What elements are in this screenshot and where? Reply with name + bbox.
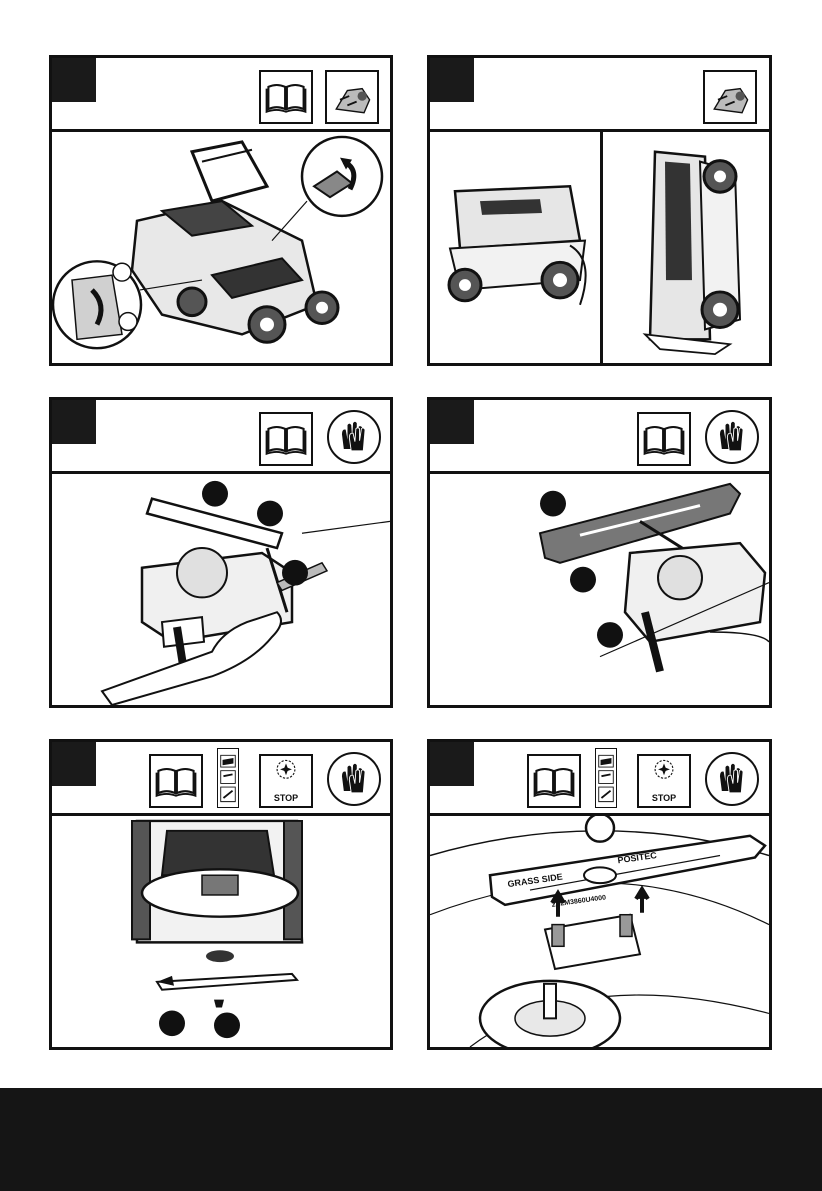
panel-header <box>52 400 390 474</box>
panel-folding-handle <box>49 55 393 366</box>
remove-battery-icon <box>217 748 239 808</box>
panel-remove-blade: STOP <box>49 739 393 1050</box>
footer-band <box>0 1088 822 1191</box>
stop-label: STOP <box>639 793 689 803</box>
mower-detail-icon <box>325 70 379 124</box>
manual-book-icon <box>527 754 581 808</box>
mower-handle-illustration <box>52 132 390 363</box>
step-number-tab <box>52 58 96 102</box>
manual-book-icon <box>637 412 691 466</box>
step-number-tab <box>52 742 96 786</box>
step-number-tab <box>52 400 96 444</box>
panel-header: STOP <box>430 742 769 816</box>
step-number-tab <box>430 742 474 786</box>
panel-balance-blade <box>427 397 772 708</box>
mower-underside-illustration <box>52 816 390 1047</box>
mower-detail-icon <box>703 70 757 124</box>
gloves-icon <box>705 752 759 806</box>
panel-sharpen-blade <box>49 397 393 708</box>
manual-book-icon <box>259 412 313 466</box>
balance-blade-illustration <box>430 474 769 705</box>
stop-blade-icon: STOP <box>637 754 691 808</box>
panel-header <box>52 58 390 132</box>
panel-header <box>430 400 769 474</box>
step-number-tab <box>430 58 474 102</box>
gloves-icon <box>327 752 381 806</box>
folded-mower-illustration <box>430 132 769 363</box>
stop-label: STOP <box>261 793 311 803</box>
gloves-icon <box>705 410 759 464</box>
manual-book-icon <box>149 754 203 808</box>
gloves-icon <box>327 410 381 464</box>
panel-folded-storage <box>427 55 772 366</box>
manual-book-icon <box>259 70 313 124</box>
sharpen-blade-illustration <box>52 474 390 705</box>
stop-blade-icon: STOP <box>259 754 313 808</box>
panel-header <box>430 58 769 132</box>
panel-header: STOP <box>52 742 390 816</box>
remove-battery-icon <box>595 748 617 808</box>
step-number-tab <box>430 400 474 444</box>
